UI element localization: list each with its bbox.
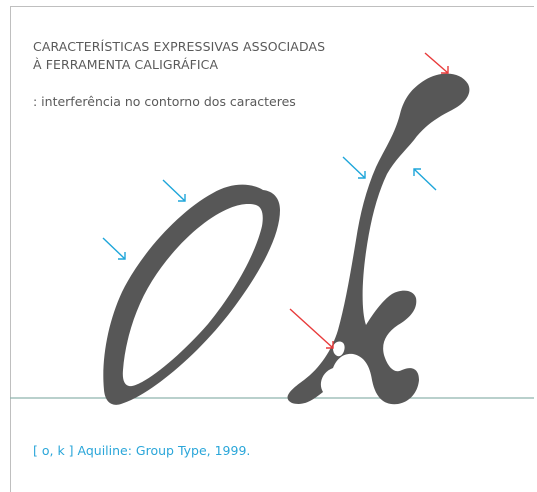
figure-frame [10, 6, 534, 492]
title-line-1: CARACTERÍSTICAS EXPRESSIVAS ASSOCIADAS [33, 39, 326, 54]
letter-k-glyph [287, 73, 470, 405]
blue-arrow-1 [162, 179, 186, 202]
figure-title: CARACTERÍSTICAS EXPRESSIVAS ASSOCIADAS À… [33, 38, 325, 74]
letter-o-glyph [103, 184, 280, 405]
blue-arrow-3 [342, 156, 366, 179]
blue-arrow-2 [102, 237, 126, 260]
red-arrow-1 [424, 52, 449, 74]
blue-arrow-4 [413, 168, 437, 191]
figure-subtitle: : interferência no contorno dos caracter… [33, 94, 296, 109]
figure-caption: [ o, k ] Aquiline: Group Type, 1999. [33, 443, 251, 458]
red-arrows [289, 52, 449, 349]
blue-arrows [102, 156, 437, 260]
red-arrow-2 [289, 308, 334, 349]
title-line-2: À FERRAMENTA CALIGRÁFICA [33, 57, 219, 72]
